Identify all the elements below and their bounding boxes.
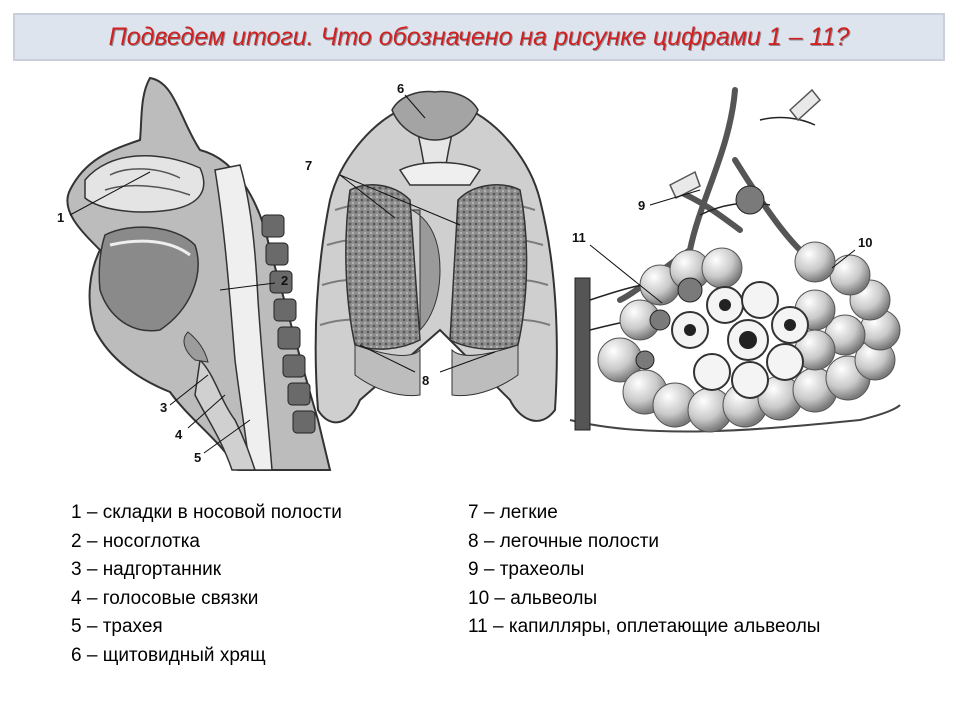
legend-item: 9 – трахеолы [468, 559, 585, 580]
legend-item: 7 – легкие [468, 502, 558, 523]
lungs-illustration [314, 90, 558, 424]
legend-item: 6 – щитовидный хрящ [71, 644, 266, 666]
title-bar: Подведем итоги. Что обозначено на рисунк… [13, 13, 945, 61]
anatomy-figure: 1 2 3 4 5 6 7 8 9 10 11 [57, 76, 901, 471]
figure-label-5: 5 [194, 450, 201, 465]
figure-label-3: 3 [160, 400, 167, 415]
legend-item: 10 – альвеолы [468, 587, 598, 609]
figure-label-9: 9 [638, 198, 645, 213]
alveoli-illustration [569, 87, 901, 433]
figure-label-1: 1 [57, 210, 64, 225]
figure-label-10: 10 [858, 235, 872, 250]
legend-left: 1 – складки в носовой полости 2 – носогл… [71, 499, 342, 670]
figure-label-2: 2 [281, 273, 288, 288]
legend-item: 1 – складки в носовой полости [71, 502, 342, 523]
figure-label-8: 8 [422, 373, 429, 388]
legend-item: 8 – легочные полости [468, 530, 660, 552]
leader-lines [69, 94, 856, 454]
legend-item: 11 – капилляры, оплетающие альвеолы [468, 616, 821, 637]
legend-item: 3 – надгортанник [71, 559, 222, 580]
legend-item: 2 – носоглотка [71, 530, 200, 552]
slide-title: Подведем итоги. Что обозначено на рисунк… [108, 22, 850, 51]
figure-label-11: 11 [572, 230, 586, 245]
figure-number-labels: 1 2 3 4 5 6 7 8 9 10 11 [57, 81, 872, 465]
legend-right: 7 – легкие 8 – легочные полости 9 – трах… [468, 499, 820, 642]
legend-item: 5 – трахея [71, 616, 163, 637]
figure-label-4: 4 [175, 427, 183, 442]
figure-label-7: 7 [305, 158, 312, 173]
legend-item: 4 – голосовые связки [71, 587, 259, 609]
head-sagittal-illustration [66, 76, 332, 471]
figure-label-6: 6 [397, 81, 404, 96]
